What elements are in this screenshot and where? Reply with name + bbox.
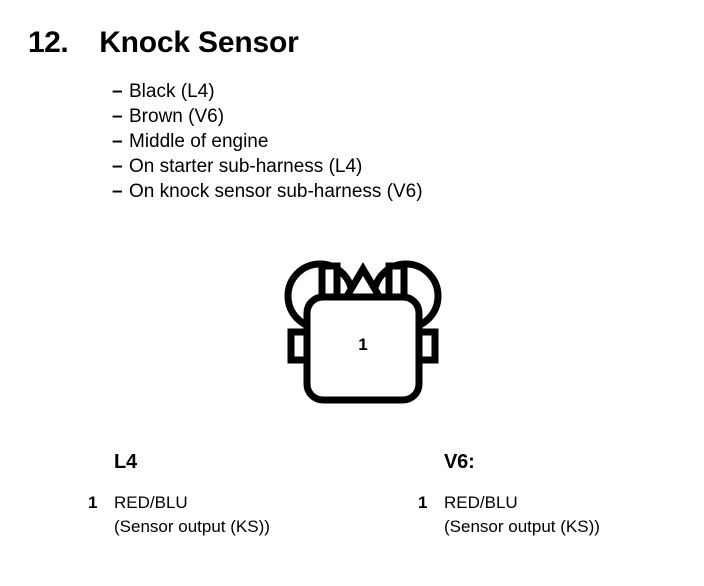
pin-detail: RED/BLU (Sensor output (KS)) (444, 491, 600, 539)
page-title-text: Knock Sensor (99, 26, 299, 59)
pinout-heading: L4 (114, 451, 137, 473)
en-dash-icon: – (112, 106, 123, 127)
connector-body (303, 293, 423, 404)
spec-item-label: On starter sub-harness (L4) (129, 156, 363, 177)
pin-wire-color: RED/BLU (444, 493, 518, 512)
pin-number: 1 (418, 493, 428, 512)
pinout-column-v6: V6: 1 RED/BLU (Sensor output (KS)) (418, 450, 698, 539)
spec-item: – Brown (V6) (112, 104, 632, 129)
pin-row: 1 RED/BLU (Sensor output (KS)) (88, 491, 388, 539)
pin-detail: RED/BLU (Sensor output (KS)) (114, 491, 270, 539)
page-title-number: 12. (28, 26, 69, 59)
spec-item: – On starter sub-harness (L4) (112, 154, 632, 179)
pin-function: (Sensor output (KS)) (114, 517, 270, 536)
pinout-heading: V6: (444, 451, 475, 473)
spec-item-label: Black (L4) (129, 81, 215, 102)
en-dash-icon: – (112, 131, 123, 152)
pin-row: 1 RED/BLU (Sensor output (KS)) (418, 491, 698, 539)
connector-pin-label: 1 (358, 335, 368, 354)
connector-diagram: 1 (282, 252, 444, 404)
spec-item-label: On knock sensor sub-harness (V6) (129, 181, 423, 202)
en-dash-icon: – (112, 156, 123, 177)
pin-row-list: 1 RED/BLU (Sensor output (KS)) (418, 491, 698, 539)
spec-list: – Black (L4) – Brown (V6) – Middle of en… (112, 79, 632, 204)
spec-item-label: Middle of engine (129, 131, 269, 152)
pin-function: (Sensor output (KS)) (444, 517, 600, 536)
pin-row-list: 1 RED/BLU (Sensor output (KS)) (88, 491, 388, 539)
en-dash-icon: – (112, 81, 123, 102)
pin-number: 1 (88, 493, 98, 512)
pinout-column-l4: L4 1 RED/BLU (Sensor output (KS)) (88, 450, 388, 539)
spec-item: – Middle of engine (112, 129, 632, 154)
spec-item: – On knock sensor sub-harness (V6) (112, 179, 632, 204)
pin-wire-color: RED/BLU (114, 493, 188, 512)
en-dash-icon: – (112, 181, 123, 202)
page-title: 12. Knock Sensor (28, 26, 299, 60)
connector-icon (284, 260, 442, 404)
spec-item: – Black (L4) (112, 79, 632, 104)
spec-item-label: Brown (V6) (129, 106, 225, 127)
